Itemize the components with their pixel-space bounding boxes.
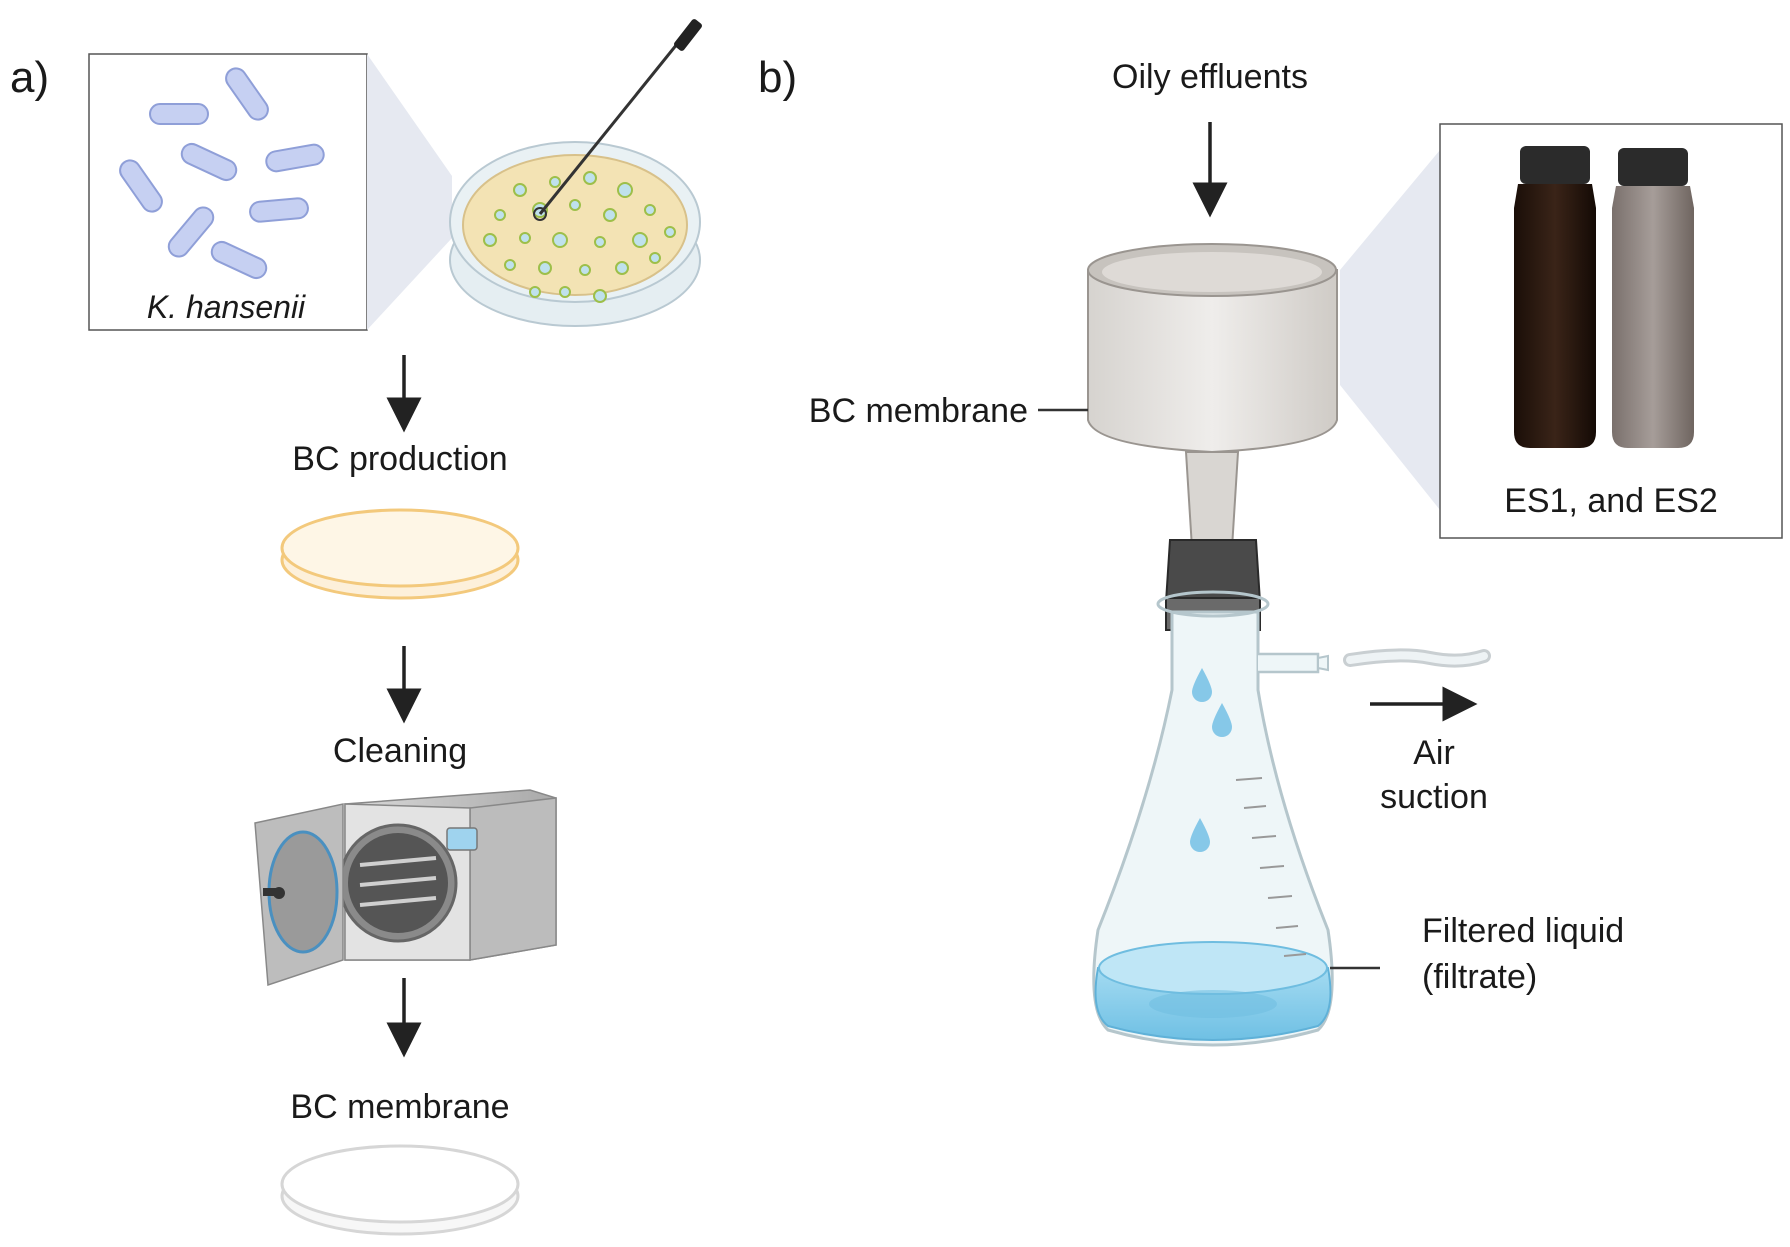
organism-label: K. hansenii	[147, 289, 306, 325]
panel-a-letter: a)	[10, 53, 49, 102]
bacteria-inset: K. hansenii	[88, 53, 368, 331]
light-sample-vial-icon	[1612, 148, 1694, 448]
membrane-label: BC membrane	[809, 392, 1028, 430]
suction-label-line2: suction	[1380, 778, 1488, 816]
petri-dish-icon	[449, 19, 702, 327]
suction-label-line1: Air	[1413, 734, 1455, 772]
bacterium-icon	[119, 67, 325, 280]
samples-label: ES1, and ES2	[1504, 482, 1718, 520]
bc-clean-membrane-icon	[280, 1144, 520, 1236]
input-label: Oily effluents	[1112, 58, 1308, 96]
erlenmeyer-flask-icon	[1092, 590, 1334, 1047]
filtrate-label-line2: (filtrate)	[1422, 958, 1537, 996]
buchner-funnel-icon	[1087, 243, 1338, 549]
zoom-cone	[367, 54, 452, 330]
filtrate-label-line1: Filtered liquid	[1422, 912, 1624, 950]
step-label-bc-production: BC production	[292, 440, 507, 478]
step-label-bc-membrane: BC membrane	[290, 1088, 509, 1126]
zoom-cone	[1340, 150, 1440, 510]
autoclave-icon	[254, 789, 557, 987]
panel-b-letter: b)	[758, 53, 797, 102]
droplet-icon	[1190, 668, 1232, 852]
dark-sample-vial-icon	[1514, 146, 1596, 448]
samples-inset: ES1, and ES2	[1439, 123, 1783, 539]
step-label-cleaning: Cleaning	[333, 732, 467, 770]
bc-raw-membrane-icon	[280, 508, 520, 600]
